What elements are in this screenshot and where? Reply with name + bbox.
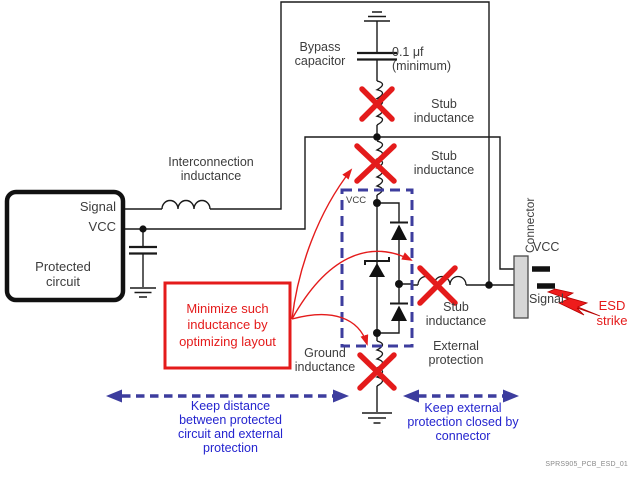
zener-diode-body	[369, 263, 385, 277]
decoupling-capacitor	[129, 229, 157, 298]
stub-inductance-label-3: Stub inductance	[425, 300, 487, 328]
vcc-pin-label: VCC	[88, 219, 116, 234]
signal-trace	[123, 1, 490, 285]
lower-clamp-diode	[391, 305, 407, 321]
signal-pin-label: Signal	[79, 199, 116, 214]
red-arrow-to-stub3	[291, 250, 413, 320]
ground-symbol-bottom	[362, 412, 392, 424]
zener-diode	[364, 257, 390, 265]
capacitor-value-label: 0.1 μf (minimum)	[392, 45, 452, 73]
junction-dots	[139, 133, 493, 337]
connector-vcc-label: VCC	[533, 240, 560, 254]
bypass-capacitor-label: Bypass capacitor	[294, 40, 346, 68]
x-mark-ground	[357, 352, 397, 391]
minimize-callout-box	[163, 281, 292, 370]
esd-bolt-icon	[546, 288, 601, 317]
esd-strike-label: ESD strike	[596, 298, 628, 328]
bypass-capacitor	[357, 51, 397, 61]
x-marks	[354, 86, 458, 391]
figure-id-watermark: SPRS905_PCB_ESD_01	[545, 461, 628, 468]
connector-signal-label: Signal	[529, 292, 564, 306]
protection-dashed-box	[340, 188, 414, 348]
guidance-arrows	[106, 389, 519, 403]
upper-clamp-diode	[391, 224, 407, 240]
x-mark-stub1	[359, 86, 395, 122]
stub-inductance-label-1: Stub inductance	[413, 97, 475, 125]
red-arrow-to-stub2	[291, 168, 353, 320]
ground-symbol-left	[130, 287, 156, 298]
minimize-callout-text: Minimize such inductance by optimizing l…	[179, 301, 276, 349]
stub-inductance-label-2: Stub inductance	[413, 149, 475, 177]
x-mark-stub2	[354, 143, 397, 184]
callout-arrows	[291, 168, 413, 346]
keep-distance-note: Keep distance between protected circuit …	[178, 399, 283, 455]
interconnection-inductor	[161, 199, 211, 210]
ground-inductance-label: Ground inductance	[294, 346, 356, 374]
protected-circuit-title: Protected circuit	[35, 259, 91, 289]
external-protection-circuit	[364, 202, 412, 334]
protected-circuit-box	[4, 189, 126, 303]
external-protection-label: External protection	[428, 339, 484, 367]
connector-body	[513, 255, 555, 319]
interconnection-inductance-label: Interconnection inductance	[168, 155, 254, 183]
red-arrow-to-ground-inductor	[291, 313, 369, 346]
ground-symbol-top	[364, 11, 390, 22]
keep-external-note: Keep external protection closed by conne…	[407, 401, 519, 443]
x-mark-stub3	[417, 265, 458, 306]
protection-vcc-label: VCC	[346, 195, 367, 206]
bypass-capacitor-chain	[357, 11, 397, 203]
vcc-trace	[123, 136, 514, 270]
